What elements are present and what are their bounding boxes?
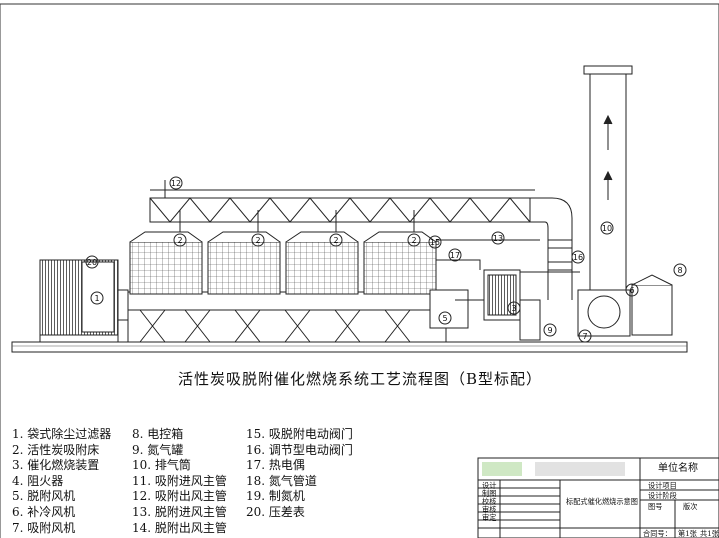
ground-slab [11,341,688,353]
svg-text:17: 17 [450,251,460,260]
svg-text:2: 2 [333,236,338,245]
catalytic-combustor [429,269,541,341]
company-name: 单位名称 [658,463,698,474]
row-label-check: 校核 [482,497,497,506]
adsorption-fan [577,274,673,337]
legend-item: 6. 补冷风机 [12,504,76,519]
legend-item: 13. 脱附进风主管 [132,504,227,519]
design-project: 设计项目 [648,481,677,490]
svg-text:3: 3 [511,304,516,313]
legend-item: 18. 氮气管道 [246,473,317,488]
svg-text:12: 12 [171,179,181,188]
design-stage: 设计阶段 [648,491,677,500]
blurred-logo [482,462,522,476]
svg-text:16: 16 [573,253,583,262]
title-block: 单位名称 设计 制图 校核 审核 审定 标配式催化燃烧示意图 设计项目 设计阶段… [478,458,719,538]
legend-column-1: 1. 袋式除尘过滤器 2. 活性炭吸附床 3. 催化燃烧装置 4. 阻火器 5.… [12,427,111,536]
svg-text:7: 7 [582,332,587,341]
sheet-number: 第1张 [678,529,697,538]
svg-text:10: 10 [602,224,612,233]
blurred-name [535,462,625,476]
svg-text:5: 5 [442,314,447,323]
legend-column-3: 15. 吸脱附电动阀门 16. 调节型电动阀门 17. 热电偶 18. 氮气管道… [246,427,353,521]
bag-filter-unit [39,259,129,342]
svg-text:9: 9 [547,326,552,335]
diagram-caption: 活性炭吸脱附催化燃烧系统工艺流程图（B型标配） [177,370,543,388]
legend-item: 3. 催化燃烧装置 [12,458,100,473]
row-label-draft: 制图 [482,489,497,498]
legend-item: 9. 氮气罐 [132,442,184,457]
svg-text:2: 2 [411,236,416,245]
legend-item: 10. 排气筒 [132,458,191,473]
legend-item: 2. 活性炭吸附床 [12,442,100,457]
svg-text:6: 6 [629,286,634,295]
title-block-frame [477,457,719,538]
legend-item: 11. 吸附进风主管 [132,473,227,488]
callouts: 1 20 12 13 10 8 16 6 15 17 3 5 9 7 2 2 2… [85,176,687,343]
legend-item: 17. 热电偶 [246,458,305,473]
drawing-number: 图号 [648,502,663,511]
row-label-approve: 审定 [482,513,497,522]
legend-item: 14. 脱附出风主管 [132,520,227,535]
legend-column-2: 8. 电控箱 9. 氮气罐 10. 排气筒 11. 吸附进风主管 12. 吸附出… [132,427,227,536]
main-duct [530,197,573,300]
row-label-review: 审核 [482,505,497,514]
adsorption-beds [129,231,437,295]
svg-text:15: 15 [430,238,440,247]
version: 版次 [683,502,698,511]
pipe-rack-truss [149,180,535,223]
legend-item: 15. 吸脱附电动阀门 [246,427,353,441]
svg-text:1: 1 [94,294,99,303]
svg-text:8: 8 [677,266,682,275]
support-frame [127,291,447,343]
exhaust-stack [583,65,633,298]
sheet-frame [0,3,719,538]
contract-number: 合同号： [643,529,672,538]
svg-text:2: 2 [255,236,260,245]
legend-item: 8. 电控箱 [132,427,184,441]
legend-item: 16. 调节型电动阀门 [246,442,353,457]
row-label-design: 设计 [482,481,497,490]
svg-text:20: 20 [87,258,97,267]
legend-item: 19. 制氮机 [246,489,305,504]
svg-text:2: 2 [177,236,182,245]
connecting-pipes [179,210,580,301]
legend-item: 7. 吸附风机 [12,520,76,535]
legend-item: 5. 脱附风机 [12,489,76,504]
svg-text:13: 13 [493,234,503,243]
legend-item: 20. 压差表 [246,504,305,519]
legend-item: 4. 阻火器 [12,473,64,488]
legend-item: 12. 吸附出风主管 [132,489,227,504]
legend-item: 1. 袋式除尘过滤器 [12,427,112,441]
sheet-total: 共1张 [700,529,719,538]
drawing-name: 标配式催化燃烧示意图 [566,497,638,506]
